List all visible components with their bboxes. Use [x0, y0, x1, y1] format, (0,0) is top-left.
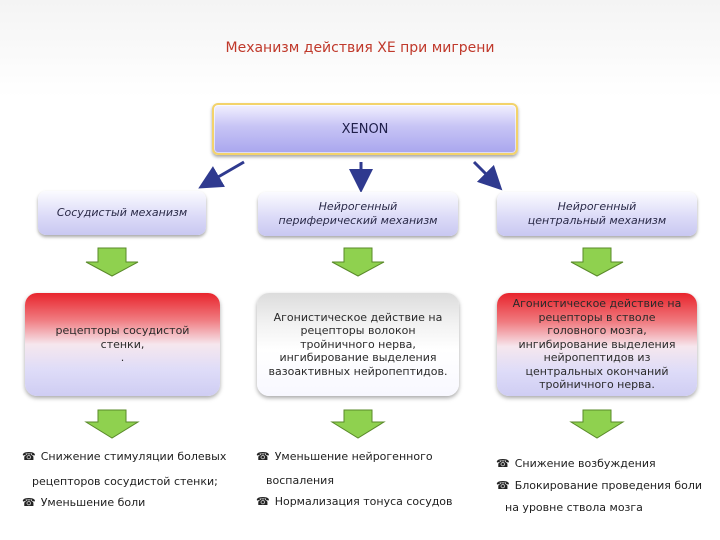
phone-icon: ☎ [496, 457, 510, 470]
mechanism-label: периферический механизм [278, 214, 438, 227]
mechanism-central: Нейрогенный центральный механизм [497, 192, 697, 236]
mechanism-label: Сосудистый механизм [56, 206, 188, 219]
outcome-item: ☎ Уменьшение нейрогенного [256, 450, 433, 463]
mechanism-peripheral: Нейрогенный периферический механизм [258, 192, 458, 236]
outcome-text: Нормализация тонуса сосудов [274, 495, 453, 508]
outcome-text: воспаления [266, 474, 334, 487]
detail-vascular: рецепторы сосудистой стенки, . [25, 293, 220, 396]
detail-line: центральных окончаний [525, 364, 669, 378]
detail-line: рецепторы сосудистой [55, 324, 190, 338]
outcome-item: воспаления [266, 474, 334, 487]
detail-line: . [120, 351, 125, 365]
outcome-text: Блокирование проведения боли [514, 479, 703, 492]
phone-icon: ☎ [496, 479, 510, 492]
detail-line: тройничного нерва. [539, 378, 655, 392]
mechanism-label: центральный механизм [527, 214, 667, 227]
detail-line: стенки, [100, 337, 145, 351]
phone-icon: ☎ [256, 450, 270, 463]
outcome-text: Снижение возбуждения [514, 457, 656, 470]
detail-line: тройничного нерва, [300, 337, 416, 351]
root-node-xenon: XENON [212, 103, 518, 155]
slide-title: Механизм действия ХЕ при мигрени [225, 40, 495, 56]
detail-line: рецепторы в стволе [538, 310, 656, 324]
outcome-item: ☎ Снижение возбуждения [496, 457, 656, 470]
outcome-item: ☎ Уменьшение боли [22, 496, 145, 509]
outcome-text: рецепторов сосудистой стенки; [32, 475, 218, 488]
detail-line: рецепторы волокон [300, 324, 416, 338]
mechanism-label: Нейрогенный [557, 200, 637, 213]
outcome-item: ☎ Снижение стимуляции болевых [22, 450, 226, 463]
phone-icon: ☎ [22, 496, 36, 509]
detail-line: вазоактивных нейропептидов. [268, 364, 448, 378]
phone-icon: ☎ [22, 450, 36, 463]
detail-line: головного мозга, [547, 324, 647, 338]
outcome-text: Уменьшение боли [40, 496, 146, 509]
detail-line: Агонистическое действие на [512, 297, 682, 311]
detail-line: ингибирование выделения [518, 337, 676, 351]
phone-icon: ☎ [256, 495, 270, 508]
detail-line: ингибирование выделения [279, 351, 437, 365]
outcome-item: ☎ Нормализация тонуса сосудов [256, 495, 453, 508]
outcome-item: на уровне ствола мозга [505, 501, 643, 514]
outcome-item: рецепторов сосудистой стенки; [32, 475, 218, 488]
outcome-text: Снижение стимуляции болевых [40, 450, 227, 463]
root-node-label: XENON [341, 121, 389, 137]
detail-central: Агонистическое действие на рецепторы в с… [497, 293, 697, 396]
detail-line: Агонистическое действие на [273, 310, 443, 324]
detail-peripheral: Агонистическое действие на рецепторы вол… [257, 293, 459, 396]
outcome-text: Уменьшение нейрогенного [274, 450, 433, 463]
mechanism-label: Нейрогенный [318, 200, 398, 213]
outcome-text: на уровне ствола мозга [505, 501, 643, 514]
mechanism-vascular: Сосудистый механизм [38, 191, 206, 235]
outcome-item: ☎ Блокирование проведения боли [496, 479, 702, 492]
detail-line: нейропептидов из [543, 351, 651, 365]
